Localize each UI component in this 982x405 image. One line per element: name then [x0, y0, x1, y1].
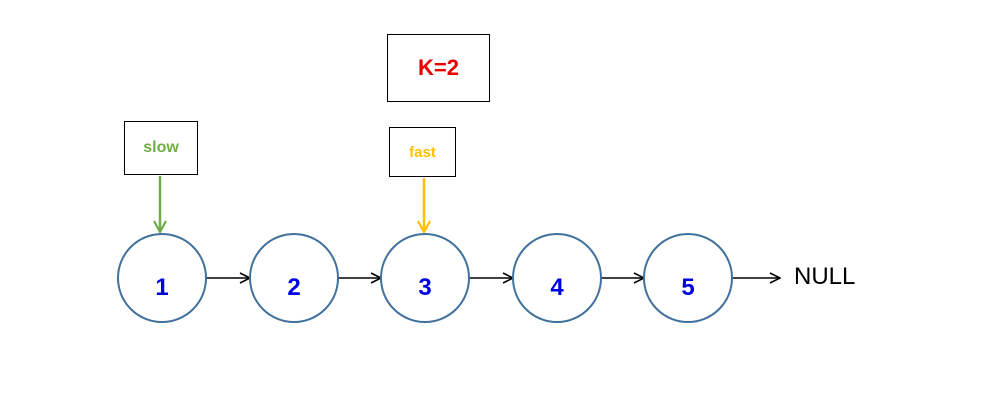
k-value-label: K=2	[418, 55, 459, 80]
node-value-4: 4	[550, 274, 564, 301]
fast-pointer-label: fast	[409, 143, 436, 161]
node-value-1: 1	[155, 274, 169, 301]
k-value-box: K=2	[387, 34, 490, 102]
null-terminal-label: NULL	[794, 263, 856, 290]
node-circle-1	[117, 233, 207, 323]
node-circle-4	[512, 233, 602, 323]
slow-pointer-box: slow	[124, 121, 198, 175]
node-circle-3	[380, 233, 470, 323]
node-circle-5	[643, 233, 733, 323]
node-value-2: 2	[287, 274, 301, 301]
node-value-5: 5	[681, 274, 695, 301]
node-value-3: 3	[418, 274, 432, 301]
slow-pointer-label: slow	[143, 139, 179, 156]
node-circle-2	[249, 233, 339, 323]
fast-pointer-box: fast	[389, 127, 456, 177]
